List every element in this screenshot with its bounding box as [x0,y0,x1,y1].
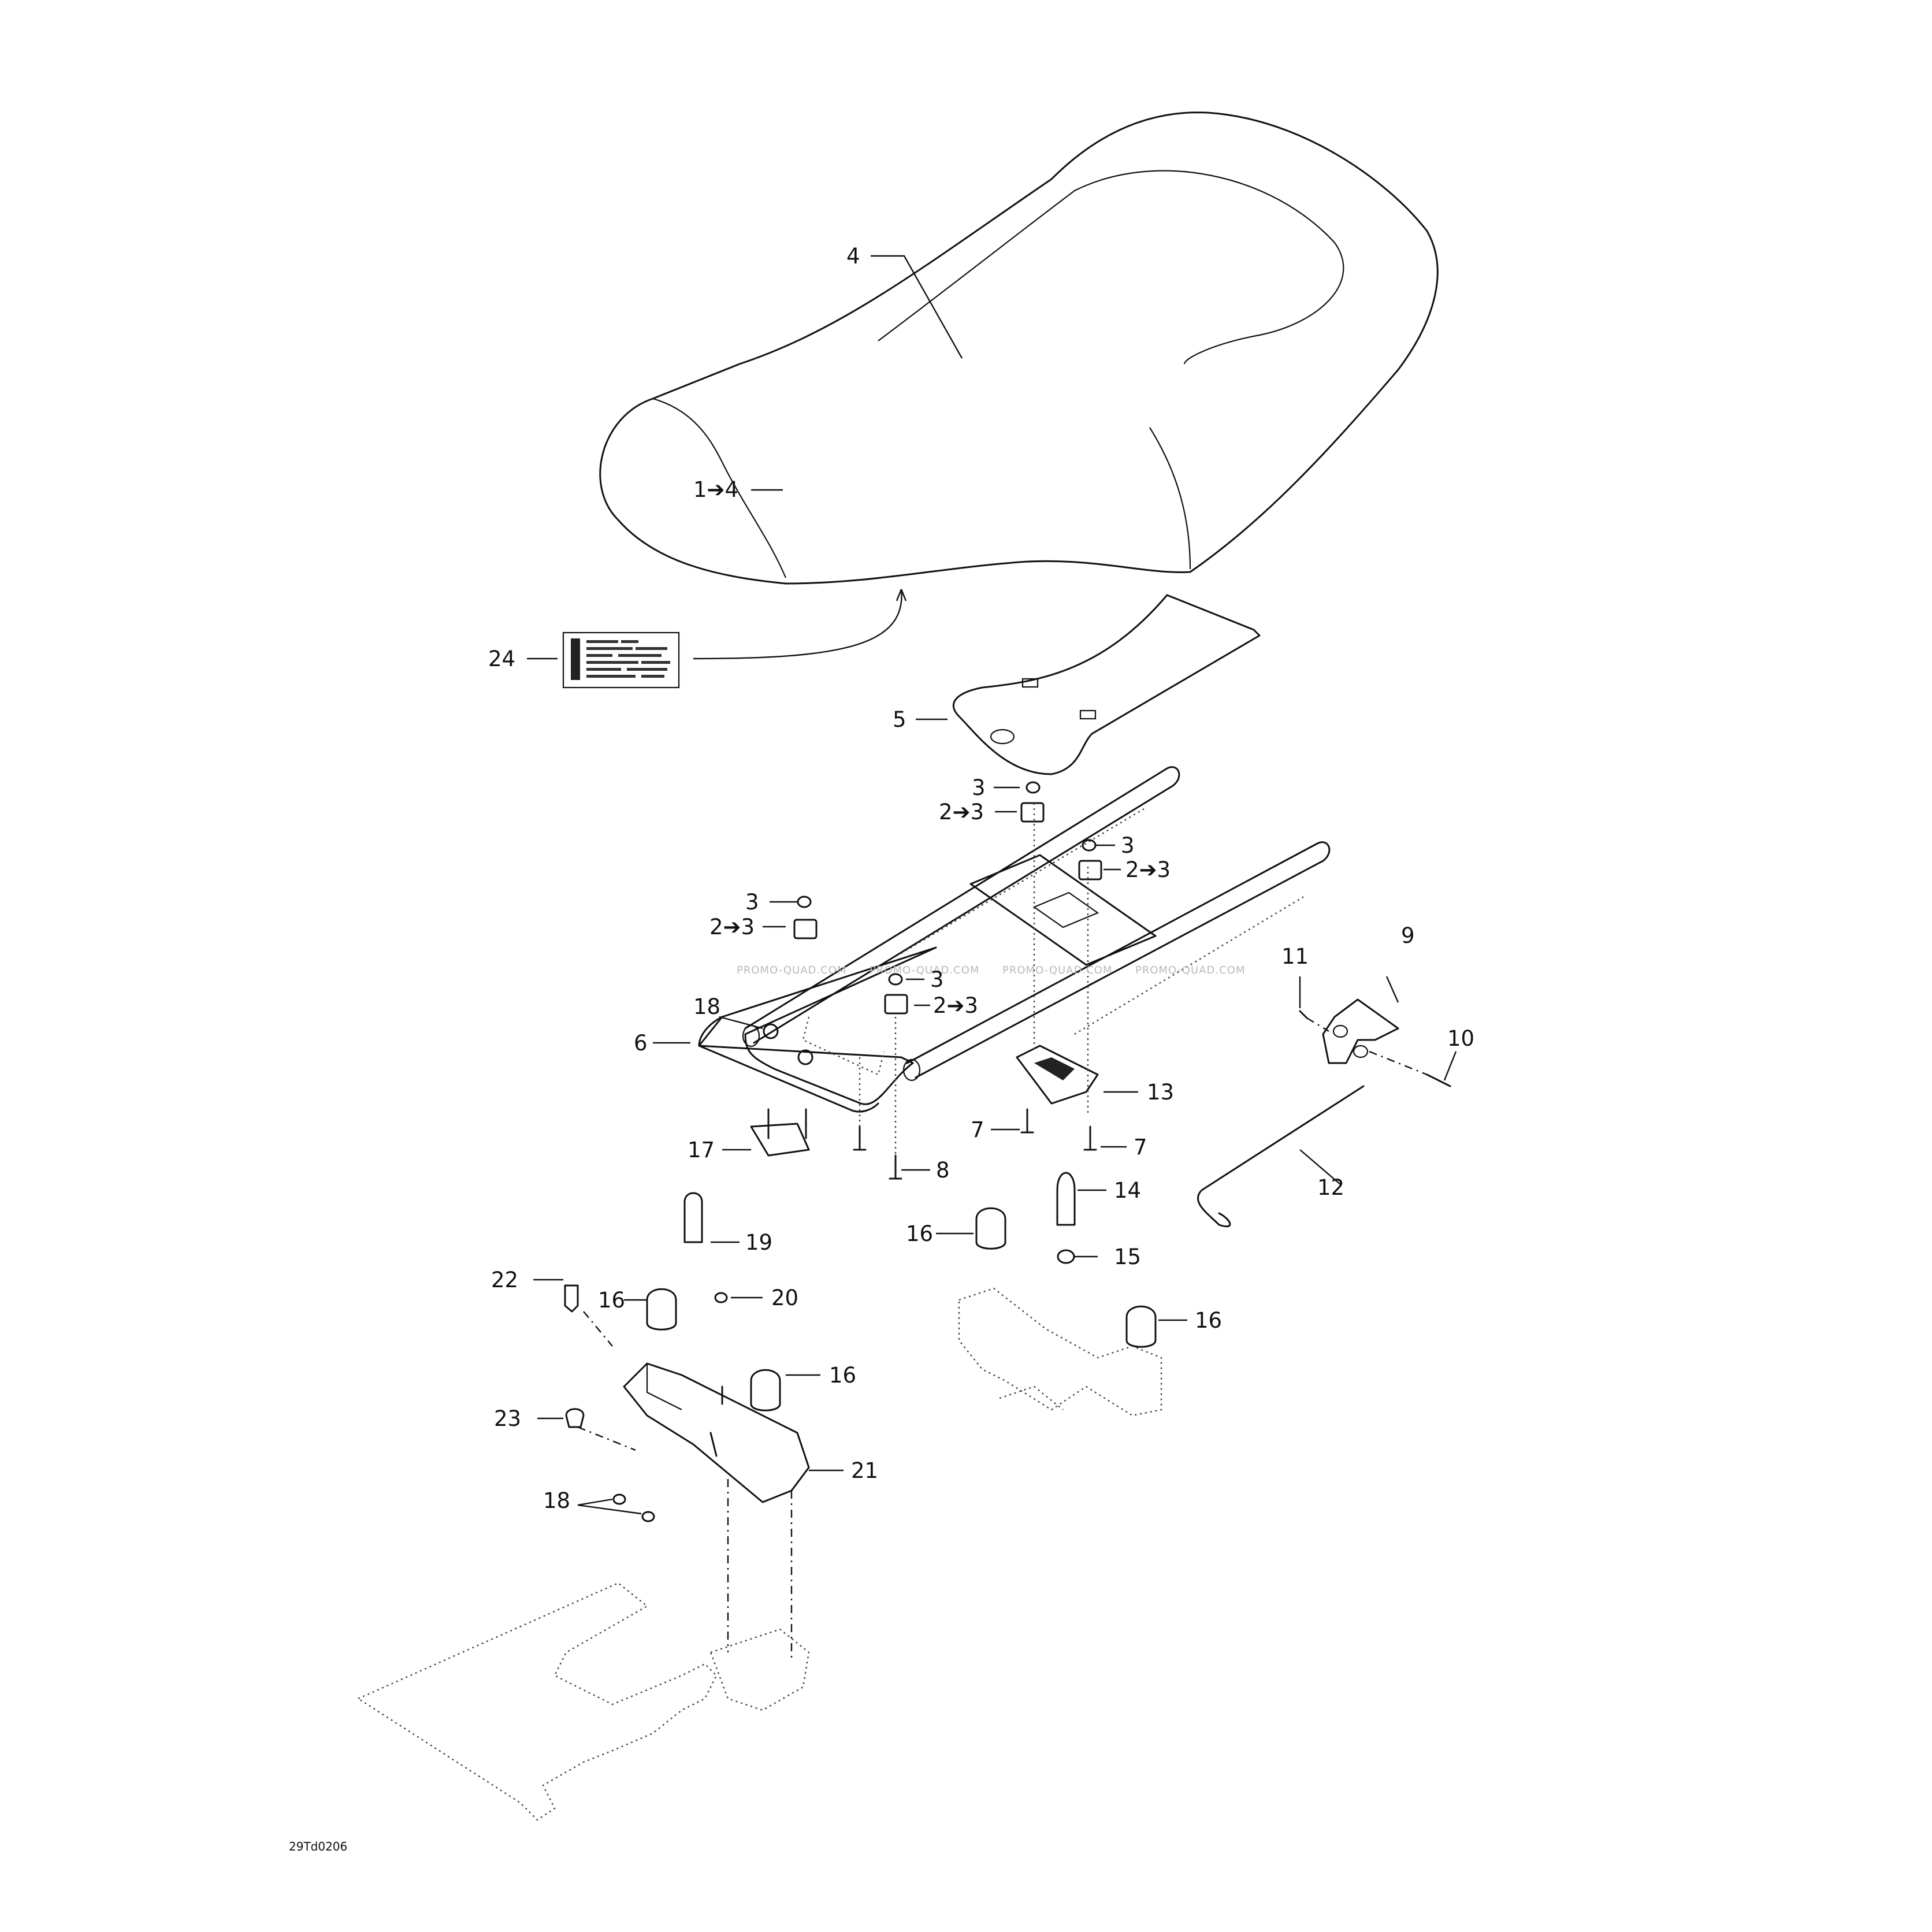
watermark-3: PROMO-QUAD.COM [1002,964,1112,976]
callout-5: 5 [893,707,906,732]
bolts [750,803,1097,1180]
callout-16-b: 16 [1195,1308,1222,1333]
callout-16-c: 16 [598,1288,625,1313]
callout-18-b: 18 [543,1488,570,1513]
callout-labels: 4 1➔4 24 5 3 2➔3 3 2➔3 3 2➔3 3 2➔3 18 6 … [488,244,1474,1513]
drawing-code: 29Td0206 [289,1840,347,1853]
callout-13: 13 [1147,1080,1174,1105]
watermark-4: PROMO-QUAD.COM [1135,964,1245,976]
watermark-1: PROMO-QUAD.COM [737,964,846,976]
callout-21: 21 [851,1458,878,1483]
warning-label [562,589,907,689]
callout-20: 20 [771,1285,798,1310]
callout-10: 10 [1447,1026,1474,1051]
callout-1-4: 1➔4 [693,477,738,502]
callout-2-3-d: 2➔3 [933,993,978,1018]
callout-16-a: 16 [906,1221,933,1246]
callout-19: 19 [745,1230,772,1255]
leader-lines [527,255,1457,1515]
callout-22: 22 [491,1268,518,1292]
seat-latch [1016,1045,1099,1105]
callout-9: 9 [1401,923,1415,948]
chassis-frame [356,1311,810,1821]
seat-hook [1197,998,1451,1228]
callout-6: 6 [634,1031,648,1056]
callout-3-d: 3 [930,967,944,992]
callout-8: 8 [936,1158,950,1183]
seat-assembly [599,112,1439,585]
callout-12: 12 [1317,1175,1344,1200]
callout-2-3-a: 2➔3 [939,800,984,824]
callout-7-b: 7 [1134,1135,1147,1160]
watermark-strip: PROMO-QUAD.COM PROMO-QUAD.COM PROMO-QUAD… [737,964,1245,976]
callout-23: 23 [494,1406,521,1431]
nuts-grommets [763,781,1102,1065]
callout-18-a: 18 [693,994,720,1019]
callout-3-b: 3 [1121,833,1135,858]
seat-frame [698,766,1331,1113]
post-and-bumpers [646,1172,1157,1411]
callout-2-3-b: 2➔3 [1125,857,1171,882]
callout-11: 11 [1281,944,1309,969]
callout-15: 15 [1114,1244,1141,1269]
callout-17: 17 [688,1138,715,1162]
callout-14: 14 [1114,1178,1141,1203]
callout-16-d: 16 [829,1363,856,1388]
callout-3-c: 3 [745,890,759,915]
rear-bracket [958,1287,1162,1417]
callout-3-a: 3 [972,775,986,800]
watermark-2: PROMO-QUAD.COM [870,964,979,976]
callout-24: 24 [488,647,515,671]
callout-2-3-c: 2➔3 [709,915,755,939]
seat-pan [953,594,1261,775]
callout-7-a: 7 [971,1117,984,1142]
callout-4-top: 4 [846,244,860,269]
